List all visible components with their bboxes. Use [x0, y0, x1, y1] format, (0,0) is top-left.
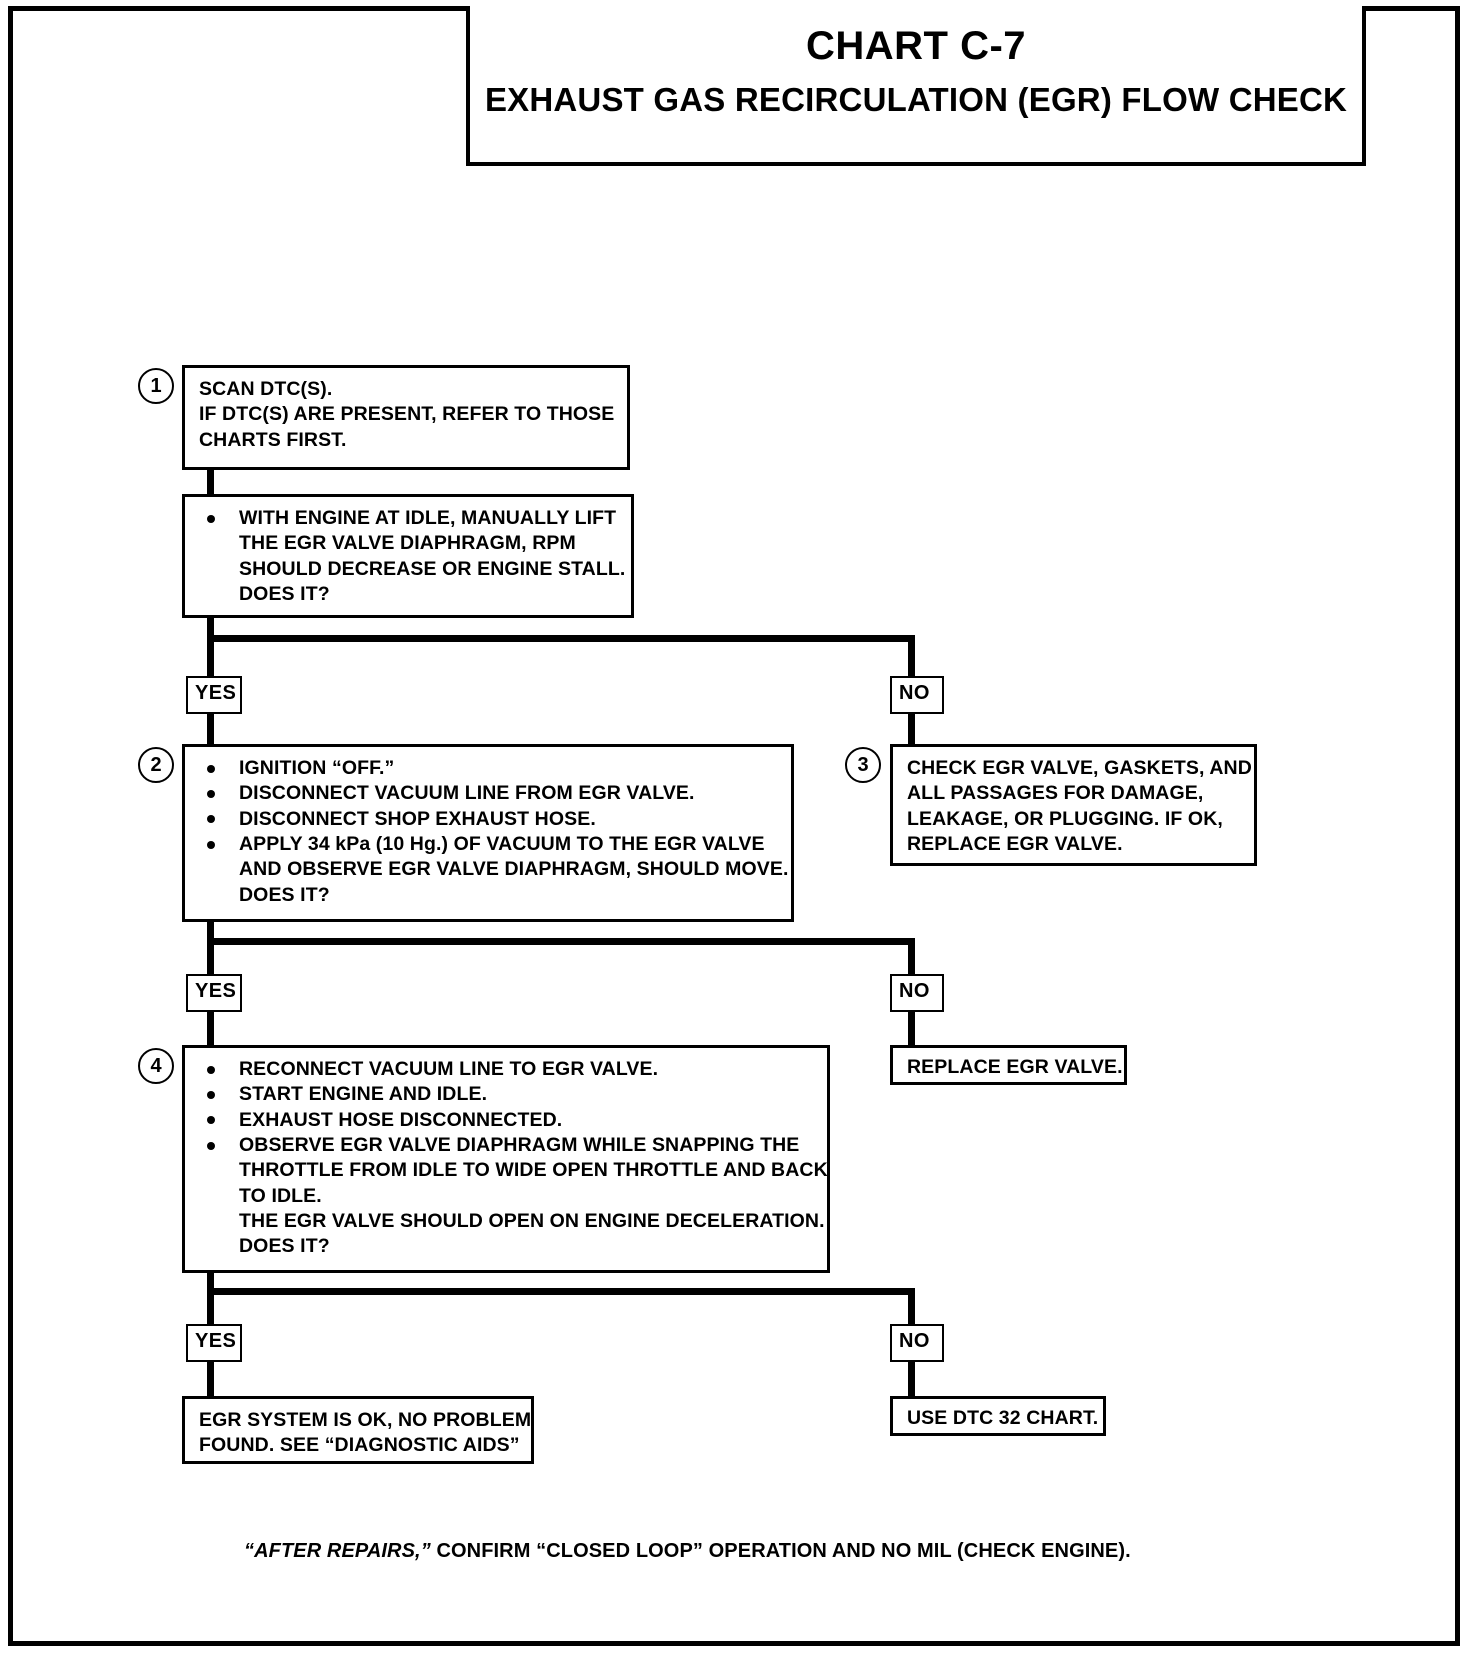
- step-2-bullet-2: DISCONNECT VACUUM LINE FROM EGR VALVE.: [239, 782, 695, 805]
- egr-system-ok-box: EGR SYSTEM IS OK, NO PROBLEM FOUND. SEE …: [182, 1396, 534, 1464]
- list-item: OBSERVE EGR VALVE DIAPHRAGM WHILE SNAPPI…: [199, 1133, 828, 1260]
- step-1-line-2: IF DTC(S) ARE PRESENT, REFER TO THOSE: [199, 403, 615, 426]
- q1-line-1: WITH ENGINE AT IDLE, MANUALLY LIFT: [239, 507, 617, 529]
- bullet-icon: [207, 764, 215, 773]
- step-1-box: SCAN DTC(S). IF DTC(S) ARE PRESENT, REFE…: [182, 365, 630, 470]
- connector-q1-horizontal: [207, 635, 915, 642]
- connector-yes2-to-step4: [207, 1010, 214, 1048]
- q1-line-3: SHOULD DECREASE OR ENGINE STALL.: [239, 557, 626, 580]
- step-2-bullet-4-line-1: APPLY 34 kPa (10 Hg.) OF VACUUM TO THE E…: [239, 833, 765, 856]
- label-no-2: NO: [890, 974, 944, 1012]
- connector-no1-to-step3: [908, 712, 915, 749]
- step-3-line-3: LEAKAGE, OR PLUGGING. IF OK,: [907, 807, 1223, 830]
- label-no-3: NO: [890, 1324, 944, 1362]
- title-block: CHART C-7 EXHAUST GAS RECIRCULATION (EGR…: [466, 6, 1366, 166]
- egr-ok-line-2: FOUND. SEE “DIAGNOSTIC AIDS”: [199, 1434, 520, 1457]
- step-3-box: CHECK EGR VALVE, GASKETS, AND ALL PASSAG…: [890, 744, 1257, 866]
- step-4-bullet-4-line-4: THE EGR VALVE SHOULD OPEN ON ENGINE DECE…: [239, 1210, 825, 1233]
- connector-q2-yes-down: [207, 938, 214, 978]
- connector-yes1-to-step2: [207, 712, 214, 749]
- step-1-line-1: SCAN DTC(S).: [199, 378, 333, 400]
- bullet-icon: [207, 1090, 215, 1099]
- list-item: RECONNECT VACUUM LINE TO EGR VALVE.: [199, 1057, 817, 1082]
- connector-no3-to-dtc32: [908, 1360, 915, 1398]
- step-2-bullet-4-line-3: DOES IT?: [239, 883, 330, 906]
- step-4-bullet-1: RECONNECT VACUUM LINE TO EGR VALVE.: [239, 1058, 659, 1080]
- q1-line-4: DOES IT?: [239, 583, 330, 606]
- bullet-icon: [207, 1141, 215, 1150]
- list-item: IGNITION “OFF.”: [199, 756, 781, 781]
- list-item: APPLY 34 kPa (10 Hg.) OF VACUUM TO THE E…: [199, 832, 789, 908]
- connector-q3-horizontal: [207, 1288, 915, 1295]
- label-yes-1: YES: [186, 676, 242, 714]
- bullet-icon: [207, 815, 215, 824]
- step-1-line-3: CHARTS FIRST.: [199, 428, 347, 451]
- bullet-icon: [207, 1116, 215, 1125]
- label-no-1: NO: [890, 676, 944, 714]
- footer-note-italic: “AFTER REPAIRS,”: [244, 1540, 431, 1562]
- footer-note-rest: CONFIRM “CLOSED LOOP” OPERATION AND NO M…: [430, 1540, 1131, 1562]
- connector-q1-yes-down: [207, 635, 214, 680]
- connector-q1-down: [207, 616, 214, 642]
- step-number-2: 2: [138, 747, 174, 783]
- bullet-icon: [207, 1065, 215, 1074]
- question-idle-lift-box: WITH ENGINE AT IDLE, MANUALLY LIFT THE E…: [182, 494, 634, 618]
- list-item: DISCONNECT SHOP EXHAUST HOSE.: [199, 807, 781, 832]
- step-2-bullet-1: IGNITION “OFF.”: [239, 757, 395, 779]
- connector-q3-yes-down: [207, 1288, 214, 1328]
- step-2-box: IGNITION “OFF.” DISCONNECT VACUUM LINE F…: [182, 744, 794, 922]
- use-dtc-32-text: USE DTC 32 CHART.: [907, 1407, 1099, 1429]
- step-number-3: 3: [845, 747, 881, 783]
- connector-q3-down: [207, 1271, 214, 1299]
- step-2-bullet-3: DISCONNECT SHOP EXHAUST HOSE.: [239, 807, 596, 830]
- step-4-bullet-4-line-5: DOES IT?: [239, 1235, 330, 1258]
- step-2-bullet-4-line-2: AND OBSERVE EGR VALVE DIAPHRAGM, SHOULD …: [239, 858, 789, 881]
- step-4-bullet-4-line-1: OBSERVE EGR VALVE DIAPHRAGM WHILE SNAPPI…: [239, 1134, 800, 1157]
- egr-ok-line-1: EGR SYSTEM IS OK, NO PROBLEM: [199, 1409, 532, 1431]
- bullet-icon: [207, 514, 215, 523]
- connector-q2-down: [207, 920, 214, 948]
- step-number-1: 1: [138, 368, 174, 404]
- bullet-icon: [207, 840, 215, 849]
- replace-egr-valve-box: REPLACE EGR VALVE.: [890, 1045, 1127, 1085]
- connector-q3-no-down: [908, 1288, 915, 1328]
- replace-egr-valve-text: REPLACE EGR VALVE.: [907, 1056, 1123, 1078]
- connector-q2-no-down: [908, 938, 915, 978]
- step-3-line-2: ALL PASSAGES FOR DAMAGE,: [907, 782, 1204, 805]
- connector-step1-to-step2: [207, 468, 214, 496]
- step-4-bullet-3: EXHAUST HOSE DISCONNECTED.: [239, 1108, 563, 1131]
- use-dtc-32-chart-box: USE DTC 32 CHART.: [890, 1396, 1106, 1436]
- list-item: DISCONNECT VACUUM LINE FROM EGR VALVE.: [199, 781, 781, 806]
- page-subtitle: EXHAUST GAS RECIRCULATION (EGR) FLOW CHE…: [484, 81, 1348, 118]
- list-item: START ENGINE AND IDLE.: [199, 1082, 817, 1107]
- connector-q1-no-down: [908, 635, 915, 680]
- step-4-bullet-4-line-2: THROTTLE FROM IDLE TO WIDE OPEN THROTTLE…: [239, 1159, 828, 1182]
- step-3-line-1: CHECK EGR VALVE, GASKETS, AND: [907, 757, 1252, 779]
- step-4-box: RECONNECT VACUUM LINE TO EGR VALVE. STAR…: [182, 1045, 830, 1273]
- label-yes-2: YES: [186, 974, 242, 1012]
- q1-line-2: THE EGR VALVE DIAPHRAGM, RPM: [239, 532, 576, 555]
- list-item: EXHAUST HOSE DISCONNECTED.: [199, 1108, 817, 1133]
- step-3-line-4: REPLACE EGR VALVE.: [907, 833, 1123, 856]
- footer-note: “AFTER REPAIRS,” CONFIRM “CLOSED LOOP” O…: [244, 1540, 1131, 1563]
- label-yes-3: YES: [186, 1324, 242, 1362]
- connector-no2-to-replace: [908, 1010, 915, 1048]
- connector-yes3-to-ok: [207, 1360, 214, 1398]
- step-4-bullet-4-line-3: TO IDLE.: [239, 1184, 322, 1207]
- step-4-bullet-2: START ENGINE AND IDLE.: [239, 1083, 488, 1106]
- bullet-icon: [207, 789, 215, 798]
- step-number-4: 4: [138, 1048, 174, 1084]
- list-item: WITH ENGINE AT IDLE, MANUALLY LIFT THE E…: [199, 506, 626, 607]
- page-title: CHART C-7: [805, 24, 1027, 68]
- connector-q2-horizontal: [207, 938, 915, 945]
